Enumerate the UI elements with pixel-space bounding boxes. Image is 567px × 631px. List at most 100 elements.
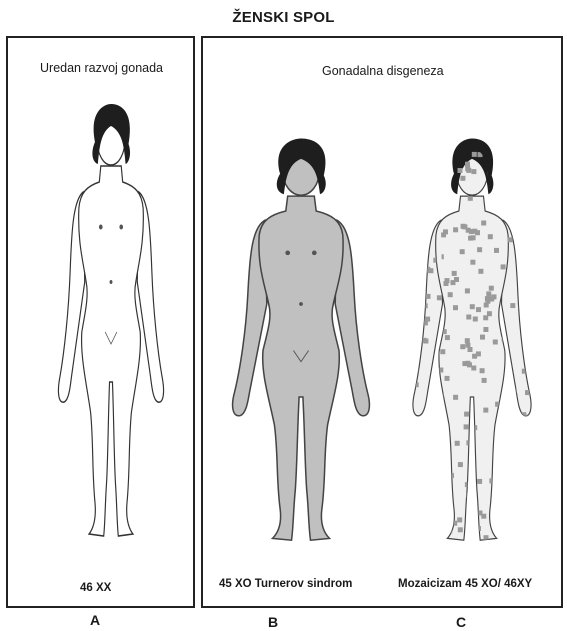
mosaic-patch (496, 440, 501, 445)
mosaic-patch (471, 169, 476, 174)
mosaic-patch (440, 349, 445, 354)
mosaic-patch (431, 544, 436, 549)
mosaic-patch (530, 346, 535, 351)
mosaic-patch (472, 152, 477, 157)
mosaic-patch (521, 275, 526, 280)
mosaic-patch (472, 354, 477, 359)
mosaic-patch (529, 267, 534, 272)
mosaic-patch (421, 278, 426, 283)
mosaic-patch (443, 532, 448, 537)
mosaic-patch (468, 347, 473, 352)
mosaic-patch (468, 196, 473, 201)
mosaic-patch (465, 343, 470, 348)
mosaic-patch (437, 295, 442, 300)
mosaic-patch (455, 441, 460, 446)
mosaic-patch (508, 237, 513, 242)
mosaic-patch (465, 288, 470, 293)
mosaic-patch (416, 303, 421, 308)
mosaic-patch (440, 529, 445, 534)
mosaic-patch (503, 399, 508, 404)
mosaic-patch (505, 158, 510, 163)
mosaic-patch (433, 406, 438, 411)
mosaic-patch (412, 233, 417, 238)
figure-c-mosaic (410, 130, 537, 554)
mosaic-patch (465, 162, 470, 167)
mosaic-patch (517, 537, 522, 542)
mosaic-patch (453, 227, 458, 232)
mosaic-patch (498, 421, 503, 426)
mosaic-patch (493, 495, 498, 500)
mosaic-patch (494, 196, 499, 201)
figure-b-turner (233, 138, 370, 540)
mosaic-patch (414, 293, 419, 298)
mosaic-patch (520, 433, 525, 438)
mosaic-patch (465, 361, 470, 366)
mosaic-patch (527, 537, 532, 542)
mosaic-patch (466, 315, 471, 320)
mosaic-patch (462, 224, 467, 229)
mosaic-patch (450, 197, 455, 202)
mosaic-patch (464, 412, 469, 417)
mosaic-patch (420, 159, 425, 164)
mosaic-patch (453, 541, 458, 546)
mosaic-patch (441, 232, 446, 237)
figure-b-caption: 45 XO Turnerov sindrom (219, 578, 352, 590)
mosaic-patch (431, 146, 436, 151)
mosaic-patch (420, 499, 425, 504)
mosaic-patch (469, 229, 474, 234)
mosaic-patch (522, 241, 527, 246)
mosaic-patch (460, 176, 465, 181)
mosaic-patch (478, 546, 483, 551)
mosaic-patch (476, 307, 481, 312)
mosaic-patch (416, 278, 421, 283)
mosaic-patch (526, 226, 531, 231)
mosaic-patch (410, 319, 415, 324)
mosaic-patch (465, 338, 470, 343)
mosaic-patch (477, 479, 482, 484)
mosaic-patch (481, 514, 486, 519)
mosaic-patch (458, 462, 463, 467)
mosaic-patch (531, 466, 536, 471)
mosaic-patch (478, 269, 483, 274)
mosaic-patch (516, 445, 521, 450)
mosaic-patch (467, 536, 472, 541)
mosaic-patch (488, 234, 493, 239)
mosaic-patch (410, 335, 415, 340)
mosaic-patch (487, 311, 492, 316)
figure-c-caption: Mozaicizam 45 XO/ 46XY (398, 578, 532, 590)
mosaic-patch (501, 264, 506, 269)
mosaic-patch (435, 436, 440, 441)
mosaic-patch (504, 518, 509, 523)
mosaic-patch (414, 339, 419, 344)
mosaic-patch (414, 367, 419, 372)
mosaic-patch (493, 340, 498, 345)
mosaic-patch (421, 258, 426, 263)
mosaic-patch (446, 458, 451, 463)
mosaic-patch (492, 195, 497, 200)
mosaic-patch (420, 139, 425, 144)
mosaic-patch (458, 168, 463, 173)
mosaic-patch (460, 249, 465, 254)
mosaic-patch (521, 412, 526, 417)
mosaic-patch (418, 279, 423, 284)
mosaic-patch (489, 478, 494, 483)
mosaic-patch (526, 491, 531, 496)
mosaic-patch (421, 199, 426, 204)
mosaic-patch (458, 527, 463, 532)
mosaic-patch (440, 433, 445, 438)
mosaic-patch (457, 517, 462, 522)
mosaic-patch (530, 386, 535, 391)
mosaic-patch (445, 376, 450, 381)
mosaic-patch (482, 378, 487, 383)
mosaic-patch (453, 395, 458, 400)
mosaic-patch (413, 195, 418, 200)
mosaic-patch (477, 247, 482, 252)
mosaic-patch (481, 221, 486, 226)
mosaic-patch (420, 519, 425, 524)
mosaic-patch (439, 441, 444, 446)
mosaic-patch (476, 526, 481, 531)
mosaic-patch (515, 191, 520, 196)
mosaic-patch (468, 494, 473, 499)
mosaic-patch (467, 496, 472, 501)
mosaic-patch (425, 508, 430, 513)
